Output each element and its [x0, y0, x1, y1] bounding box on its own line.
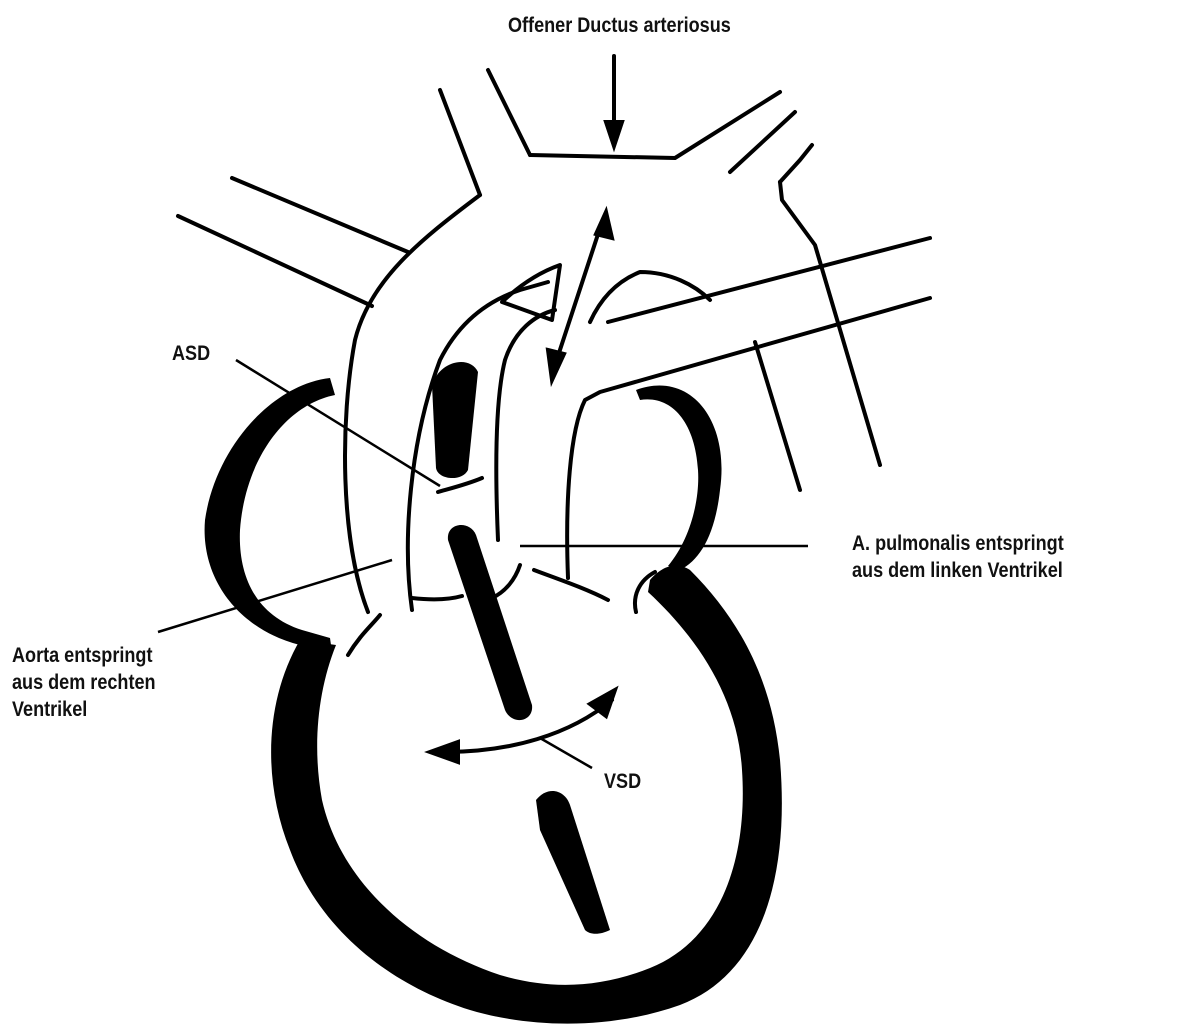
label-vsd: VSD [604, 768, 641, 795]
label-asd-text: ASD [172, 340, 210, 367]
ductus-top [530, 92, 780, 158]
pulmonary-vein-1 [755, 342, 800, 490]
label-aorta: Aorta entspringt aus dem rechten Ventrik… [12, 642, 156, 723]
label-asd: ASD [172, 340, 210, 367]
aortic-valve-left [348, 615, 380, 655]
label-pulmonalis-line-1: A. pulmonalis entspringt [852, 530, 1064, 557]
aortic-branch-2 [488, 70, 530, 155]
valve-arc-1 [412, 596, 462, 599]
valve-arc-2 [492, 565, 520, 598]
shunt-arrow-shaft [556, 222, 602, 362]
label-aorta-line-3: Ventrikel [12, 696, 156, 723]
label-ductus: Offener Ductus arteriosus [508, 12, 731, 39]
pulmonary-left-lobe [502, 265, 560, 320]
label-ductus-text: Offener Ductus arteriosus [508, 12, 731, 39]
shunt-arrow-head-bottom [548, 350, 564, 380]
vena-cava-upper [232, 178, 408, 252]
left-atrium-wall [636, 386, 722, 570]
label-pulmonalis-line-2: aus dem linken Ventrikel [852, 557, 1064, 584]
aortic-branch-1 [440, 90, 480, 195]
pulmonary-right-lobe [590, 272, 710, 322]
asd-gap-arc [438, 478, 482, 492]
label-vsd-text: VSD [604, 768, 641, 795]
ventricle-wall [271, 565, 782, 1023]
upper-septum-bar [448, 525, 532, 720]
aortic-branch-3 [730, 112, 795, 172]
shunt-arrow-head-top [596, 212, 612, 238]
pulmonary-branch-upper [608, 238, 930, 322]
valve-arc-3 [534, 570, 608, 600]
label-aorta-line-2: aus dem rechten [12, 669, 156, 696]
label-pulmonalis: A. pulmonalis entspringt aus dem linken … [852, 530, 1064, 584]
pulmonary-trunk-left [496, 310, 555, 540]
vena-cava-lower [178, 216, 372, 306]
vsd-arrow-head-left [430, 742, 458, 762]
atrial-septum-bar [432, 362, 478, 478]
vsd-leader-line [540, 738, 592, 768]
descending-aorta [780, 182, 880, 465]
ventricular-septum [536, 791, 610, 934]
descending-aorta-left [780, 145, 812, 182]
ductus-arrow-head [606, 122, 622, 146]
label-aorta-line-1: Aorta entspringt [12, 642, 156, 669]
